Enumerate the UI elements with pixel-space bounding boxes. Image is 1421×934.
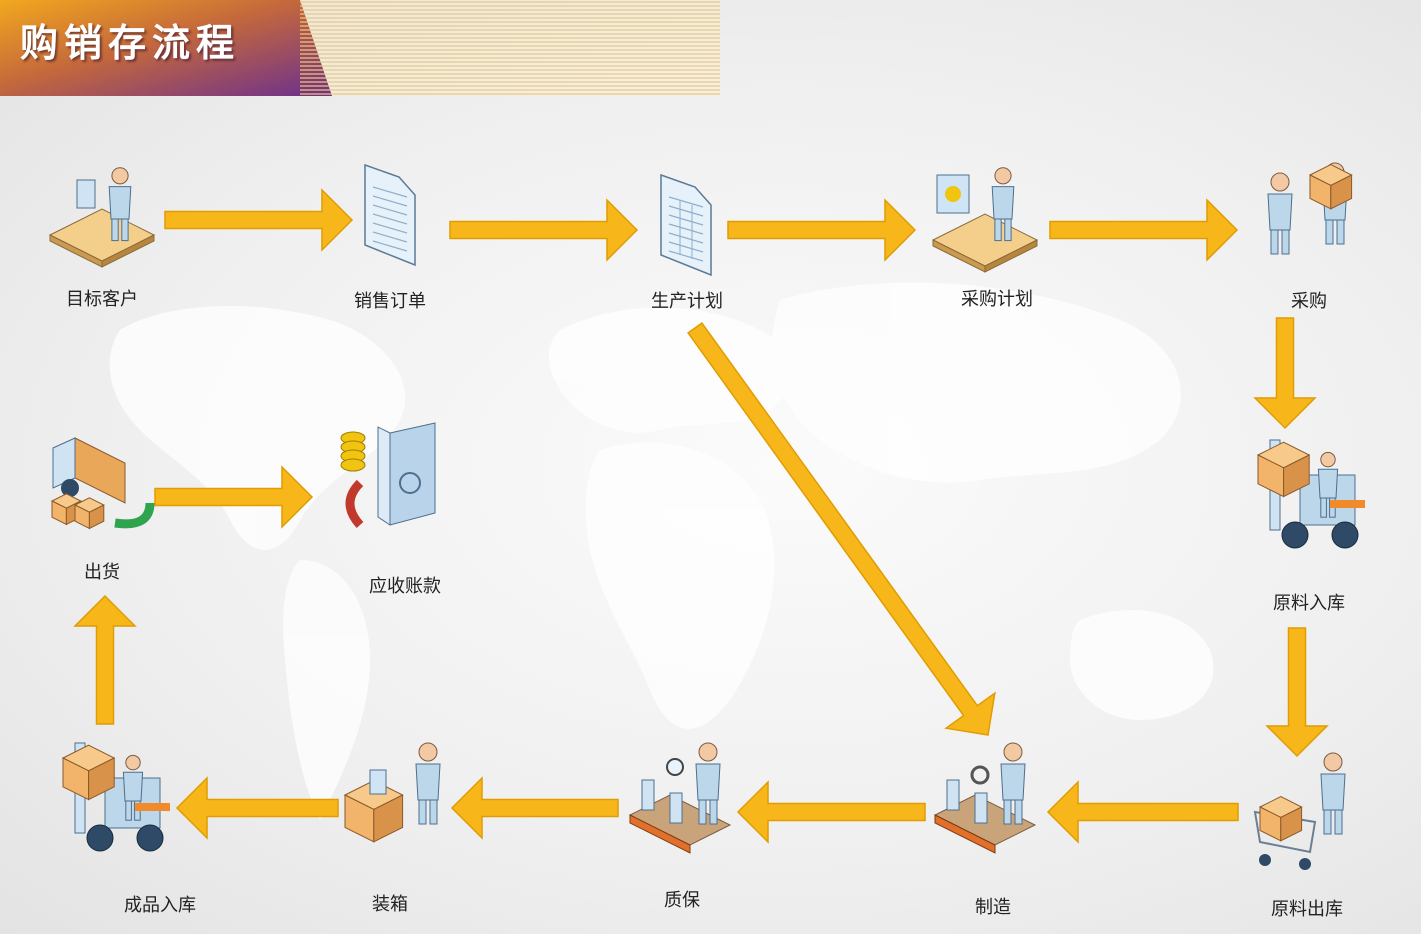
arrow-quality-assurance-to-packing — [450, 776, 619, 840]
coins-and-safe-icon — [340, 422, 436, 529]
delivery-truck-icon — [50, 437, 155, 530]
inspector-at-conveyor-icon — [628, 742, 732, 854]
label-accounts-receivable: 应收账款 — [369, 576, 441, 597]
arrow-finished-goods-in-to-shipping — [73, 594, 137, 725]
forklift-icon — [61, 742, 170, 852]
label-purchasing: 采购 — [1291, 291, 1327, 312]
arrow-target-customer-to-sales-order — [164, 188, 354, 252]
decorative-stripes — [300, 1, 720, 95]
arrow-purchasing-to-raw-material-in — [1253, 317, 1317, 430]
person-at-desk-icon — [48, 167, 156, 268]
label-shipping: 出货 — [84, 562, 120, 583]
people-exchanging-box-icon — [1267, 162, 1353, 255]
page-title: 购销存流程 — [20, 20, 241, 65]
arrow-raw-material-in-to-raw-material-out — [1265, 627, 1329, 758]
arrow-purchase-plan-to-purchasing — [1049, 198, 1239, 262]
spreadsheet-document-icon — [660, 173, 712, 277]
person-with-cart-icon — [1253, 752, 1346, 870]
arrow-manufacturing-to-quality-assurance — [736, 780, 926, 844]
label-raw-material-in: 原料入库 — [1273, 593, 1345, 614]
arrow-production-plan-to-manufacturing — [687, 321, 996, 736]
arrow-production-plan-to-purchase-plan — [727, 198, 917, 262]
label-finished-goods-in: 成品入库 — [124, 895, 196, 916]
label-packing: 装箱 — [372, 894, 408, 915]
person-packing-box-icon — [343, 742, 441, 843]
label-purchase-plan: 采购计划 — [961, 289, 1033, 310]
arrow-shipping-to-accounts-receivable — [154, 465, 314, 529]
label-sales-order: 销售订单 — [354, 291, 426, 312]
label-target-customer: 目标客户 — [66, 289, 138, 310]
arrow-sales-order-to-production-plan — [449, 198, 639, 262]
label-manufacturing: 制造 — [975, 897, 1011, 918]
label-production-plan: 生产计划 — [651, 291, 723, 312]
person-at-computer-icon — [931, 167, 1039, 273]
arrow-packing-to-finished-goods-in — [175, 776, 339, 840]
document-icon — [364, 163, 416, 267]
label-quality-assurance: 质保 — [664, 890, 700, 911]
arrow-raw-material-out-to-manufacturing — [1046, 780, 1239, 844]
title-banner — [0, 0, 332, 96]
label-raw-material-out: 原料出库 — [1271, 899, 1343, 920]
worker-at-conveyor-icon — [933, 742, 1037, 854]
forklift-icon — [1256, 439, 1365, 549]
